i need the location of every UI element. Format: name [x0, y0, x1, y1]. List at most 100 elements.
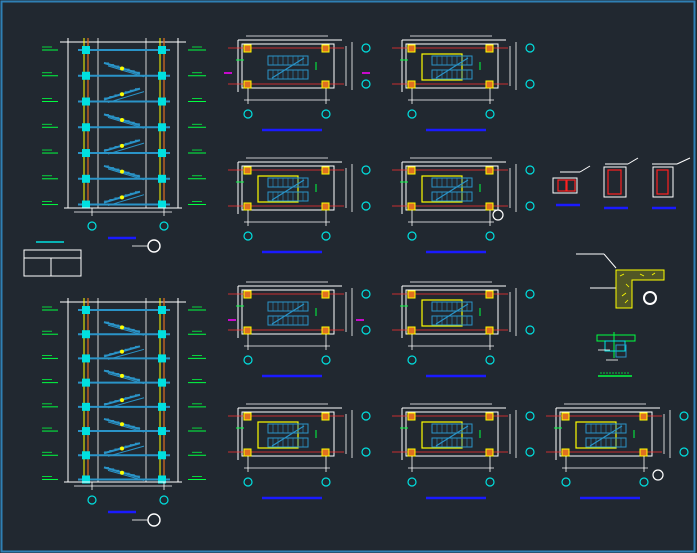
flight-marker — [120, 118, 124, 123]
plan-wall-outline — [405, 411, 499, 457]
beam-section-c — [652, 157, 691, 210]
plan-column — [561, 448, 570, 457]
axis-bubble — [407, 109, 417, 119]
plan-wall-outline — [405, 43, 499, 89]
axis-bubble — [243, 109, 253, 119]
plan-column — [485, 412, 494, 421]
axis-bubble — [87, 221, 97, 231]
beam-node — [82, 71, 90, 80]
axis-bubble — [525, 447, 535, 457]
axis-bubble — [525, 411, 535, 421]
plan-landing — [257, 421, 299, 449]
detail-reference-circle — [492, 209, 504, 221]
plan-flight-arrow — [271, 57, 305, 79]
axis-bubble — [361, 447, 371, 457]
plan-wall-outline — [241, 289, 335, 335]
beam-node — [158, 475, 166, 484]
plan-r4c2 — [392, 403, 535, 500]
plan-column — [321, 290, 330, 299]
plan-column — [321, 44, 330, 53]
plan-column — [485, 448, 494, 457]
plan-wall-outline — [405, 165, 499, 211]
beam-node — [158, 402, 166, 411]
plan-wall-outline — [405, 289, 499, 335]
axis-bubble — [525, 79, 535, 89]
beam-node — [158, 200, 166, 209]
axis-bubble — [485, 477, 495, 487]
beam-node — [82, 378, 90, 387]
plan-column — [407, 412, 416, 421]
plan-flight-arrow — [435, 425, 469, 447]
axis-bubble — [525, 289, 535, 299]
beam-node — [82, 306, 90, 314]
beam-node — [82, 123, 90, 132]
landing-slab-detail — [576, 253, 665, 309]
flight-marker — [120, 169, 124, 174]
flight-marker — [120, 66, 124, 71]
axis-bubble — [361, 43, 371, 53]
plan-column — [485, 326, 494, 335]
axis-bubble — [525, 43, 535, 53]
plan-column — [485, 202, 494, 211]
plan-column — [243, 202, 252, 211]
plan-r4c3 — [546, 403, 689, 500]
plan-column — [485, 44, 494, 53]
flight-marker — [120, 422, 124, 427]
beam-section-a — [552, 165, 591, 207]
plan-r1c2 — [392, 35, 535, 132]
plan-flight-arrow — [435, 179, 469, 201]
axis-bubble — [485, 231, 495, 241]
beam-node — [158, 451, 166, 460]
flight-marker — [120, 446, 124, 451]
plan-flight-arrow — [271, 179, 305, 201]
axis-bubble — [361, 325, 371, 335]
detail-reference-circle — [652, 469, 664, 481]
beam-node — [82, 149, 90, 158]
beam-node — [158, 378, 166, 387]
plan-r2c2 — [392, 157, 535, 254]
plan-r1c1 — [228, 35, 371, 132]
plan-column — [407, 202, 416, 211]
plan-r4c1 — [228, 403, 371, 500]
beam-node — [82, 46, 90, 54]
flight-marker — [120, 470, 124, 475]
beam-node — [158, 354, 166, 363]
plan-column — [407, 80, 416, 89]
plan-r3c1 — [228, 281, 371, 378]
flight-marker — [120, 398, 124, 403]
axis-bubble — [321, 109, 331, 119]
axis-bubble — [525, 325, 535, 335]
axis-bubble — [361, 289, 371, 299]
beam-node — [158, 46, 166, 54]
axis-bubble — [485, 109, 495, 119]
beam-node — [82, 402, 90, 411]
plan-column — [321, 448, 330, 457]
axis-bubble — [243, 355, 253, 365]
axis-bubble — [407, 355, 417, 365]
plan-wall-outline — [559, 411, 653, 457]
plan-column — [561, 412, 570, 421]
plan-column — [243, 166, 252, 175]
plan-column — [485, 166, 494, 175]
beam-node — [158, 174, 166, 183]
beam-node — [82, 475, 90, 484]
flight-marker — [120, 373, 124, 378]
flight-marker — [120, 195, 124, 200]
axis-bubble — [361, 201, 371, 211]
plan-column — [321, 166, 330, 175]
stair-plans-group — [224, 35, 689, 500]
flight-marker — [120, 325, 124, 330]
flight-marker — [120, 349, 124, 354]
beam-node — [82, 174, 90, 183]
plan-column — [321, 202, 330, 211]
plan-column — [407, 44, 416, 53]
plan-column — [243, 326, 252, 335]
axis-bubble — [159, 221, 169, 231]
axis-bubble — [361, 411, 371, 421]
axis-bubble — [679, 411, 689, 421]
beam-node — [82, 97, 90, 106]
plan-landing — [421, 421, 463, 449]
